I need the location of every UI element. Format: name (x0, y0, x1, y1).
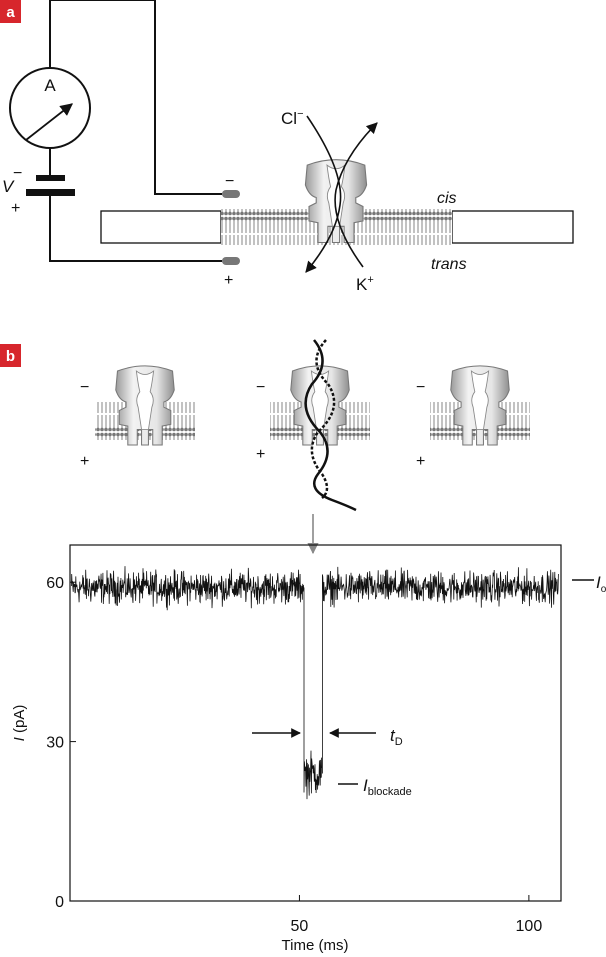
support-left (100, 210, 222, 244)
potassium-ion-path (334, 122, 378, 268)
cis-minus-sign: − (256, 379, 265, 396)
electrode-cis-icon (222, 190, 240, 198)
panel-b-badge-label: b (6, 348, 15, 365)
x-tick-label: 50 (291, 918, 309, 935)
panel-a: a A V − + − + Cl− K+ cis trans (0, 0, 574, 294)
current-trace-series (71, 566, 559, 800)
support-right (451, 210, 574, 244)
chloride-label: Cl− (281, 108, 304, 128)
ammeter-label: A (44, 76, 56, 95)
panel-b-badge (0, 344, 21, 367)
voltage-label: V (2, 177, 15, 196)
circuit-wire-bottom (49, 196, 222, 262)
blockade-level-label: Iblockade (363, 776, 412, 798)
panel-a-badge (0, 0, 21, 23)
trans-plus-sign: + (416, 453, 425, 470)
x-axis-label: Time (ms) (282, 937, 349, 954)
trans-plus-sign: + (256, 446, 265, 463)
current-trace-chart: 50 100 0 30 60 (46, 566, 559, 935)
pore-state-open-before: − + (80, 365, 195, 470)
ammeter-icon (9, 67, 91, 149)
circuit-wire-top (49, 0, 222, 195)
trans-plus-sign: + (80, 453, 89, 470)
battery-plus-sign: + (11, 200, 20, 217)
chloride-ion-path (305, 115, 342, 273)
pore-state-open-after: − + (416, 365, 530, 470)
pore-state-dna-translocating: − + (256, 339, 370, 512)
electrode-minus-sign: − (225, 173, 234, 190)
y-tick-label: 60 (46, 575, 64, 592)
electrode-plus-sign: + (224, 272, 233, 289)
dwell-time-label: tD (390, 726, 403, 748)
plot-frame (69, 544, 562, 902)
electrode-trans-icon (222, 257, 240, 265)
open-level-label: Io (596, 573, 606, 595)
cis-minus-sign: − (80, 379, 89, 396)
battery-minus-sign: − (13, 165, 22, 182)
y-axis-label: I (pA) (11, 705, 28, 742)
x-tick-label: 100 (516, 918, 543, 935)
battery-negative-plate (36, 175, 65, 181)
battery-positive-plate (26, 189, 75, 196)
y-tick-label: 0 (55, 894, 64, 911)
ammeter-needle-icon (25, 103, 73, 141)
cis-minus-sign: − (416, 379, 425, 396)
cis-label: cis (437, 190, 457, 207)
y-tick-label: 30 (46, 735, 64, 752)
panel-a-badge-label: a (6, 4, 15, 21)
trans-label: trans (431, 256, 467, 273)
dna-strand-a (304, 339, 357, 512)
potassium-label: K+ (356, 274, 374, 294)
